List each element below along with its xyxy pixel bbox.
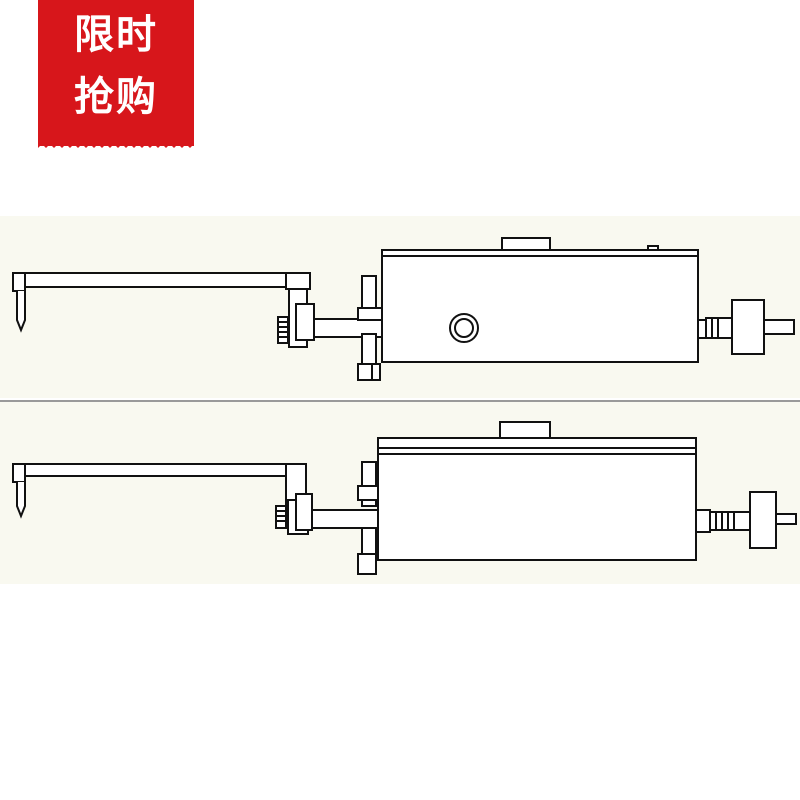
promo-badge-line-1: 限时 bbox=[74, 12, 158, 58]
panel-divider bbox=[0, 400, 800, 402]
promo-badge: 限时 抢购 bbox=[38, 0, 194, 148]
device-drawing-bottom bbox=[12, 421, 797, 575]
badge-zigzag-edge bbox=[38, 140, 194, 148]
promo-badge-line-2: 抢购 bbox=[74, 74, 158, 120]
device-drawing-top bbox=[12, 237, 795, 381]
drawing-panel-top bbox=[0, 216, 800, 398]
drawing-panel-bottom bbox=[0, 402, 800, 584]
